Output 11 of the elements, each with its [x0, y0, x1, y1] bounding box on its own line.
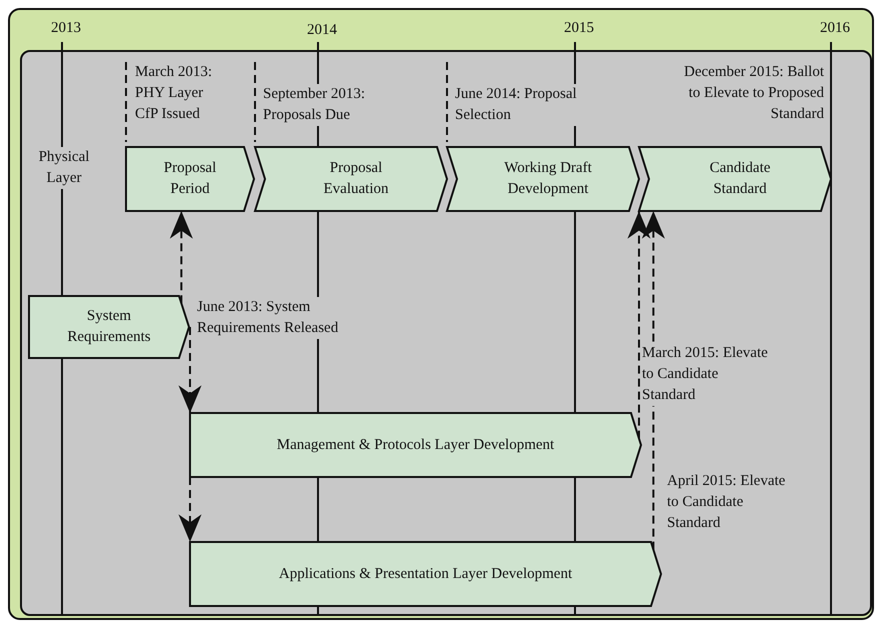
arrow — [178, 327, 202, 413]
stage-label: System Requirements — [66, 307, 152, 347]
stage-label: Candidate Standard — [708, 159, 772, 199]
arrow — [627, 211, 651, 439]
stage-label: Applications & Presentation Layer Development — [278, 564, 572, 584]
arrow — [178, 477, 202, 542]
stage-label: Proposal Evaluation — [322, 159, 390, 199]
stage-label: Management & Protocols Layer Development — [276, 436, 554, 454]
stage-label: Working Draft Development — [503, 159, 593, 199]
stage-label: Proposal Period — [162, 159, 218, 199]
arrow — [170, 211, 193, 304]
